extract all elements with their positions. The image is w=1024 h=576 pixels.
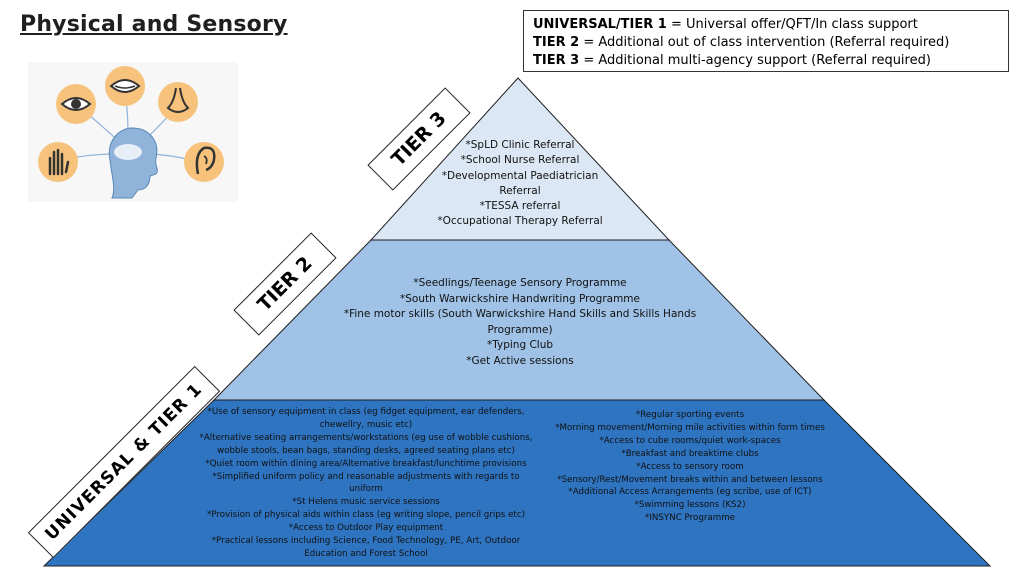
list-item: *INSYNC Programme — [644, 513, 735, 524]
list-item: *Quiet room within dining area/Alternati… — [205, 458, 527, 469]
legend-row-tier1: UNIVERSAL/TIER 1 = Universal offer/QFT/I… — [533, 16, 999, 34]
list-item: *Provision of physical aids within class… — [207, 510, 525, 521]
legend-key: TIER 2 — [533, 35, 580, 50]
legend-desc: = Additional multi-agency support (Refer… — [583, 53, 931, 68]
list-item: *School Nurse Referral — [460, 154, 580, 167]
tier3-content: *SpLD Clinic Referral *School Nurse Refer… — [430, 138, 610, 230]
list-item: *Breakfast and breaktime clubs — [621, 448, 759, 459]
list-item: *Fine motor skills (South Warwickshire H… — [343, 308, 697, 336]
list-item: *Use of sensory equipment in class (eg f… — [207, 407, 525, 430]
head-icon — [108, 127, 158, 199]
list-item: *Typing Club — [486, 339, 554, 352]
hand-icon — [38, 142, 78, 182]
eye-icon — [56, 84, 96, 124]
page-title: Physical and Sensory — [20, 12, 288, 37]
legend-desc: = Universal offer/QFT/In class support — [671, 17, 918, 32]
legend-key: TIER 3 — [533, 53, 580, 68]
list-item: *Practical lessons including Science, Fo… — [211, 536, 521, 559]
list-item: *Swimming lessons (KS2) — [634, 500, 746, 511]
list-item: *Seedlings/Teenage Sensory Programme — [413, 277, 627, 289]
legend-key: UNIVERSAL/TIER 1 — [533, 17, 667, 32]
nose-icon — [158, 82, 198, 122]
list-item: *Simplified uniform policy and reasonabl… — [212, 471, 520, 495]
list-item: *Access to Outdoor Play equipment — [288, 523, 444, 534]
list-item: *Access to sensory room — [636, 461, 744, 472]
tier1-right-content: *Regular sporting events *Morning movemen… — [540, 409, 840, 525]
list-item: *Sensory/Rest/Movement breaks within and… — [557, 474, 823, 485]
list-item: *Occupational Therapy Referral — [437, 215, 603, 228]
list-item: *Regular sporting events — [635, 410, 745, 420]
tier2-content: *Seedlings/Teenage Sensory Programme *Sou… — [330, 276, 710, 370]
mouth-icon — [105, 66, 145, 106]
tier1-left-content: *Use of sensory equipment in class (eg f… — [196, 406, 536, 561]
ear-icon — [184, 142, 224, 182]
list-item: *Alternative seating arrangements/workst… — [199, 432, 533, 456]
senses-illustration — [28, 62, 238, 202]
list-item: *Developmental Paediatrician Referral — [441, 169, 599, 197]
list-item: *Get Active sessions — [466, 354, 574, 367]
list-item: *South Warwickshire Handwriting Programm… — [399, 292, 640, 305]
list-item: *St Helens music service sessions — [292, 497, 440, 508]
list-item: *TESSA referral — [479, 200, 561, 213]
list-item: *Access to cube rooms/quiet work-spaces — [599, 435, 781, 446]
legend-desc: = Additional out of class intervention (… — [583, 35, 950, 50]
legend-row-tier2: TIER 2 = Additional out of class interve… — [533, 34, 999, 52]
tier-legend: UNIVERSAL/TIER 1 = Universal offer/QFT/I… — [523, 10, 1009, 72]
legend-row-tier3: TIER 3 = Additional multi-agency support… — [533, 52, 999, 70]
list-item: *SpLD Clinic Referral — [465, 139, 575, 151]
list-item: *Additional Access Arrangements (eg scri… — [568, 487, 812, 498]
list-item: *Morning movement/Morning mile activitie… — [555, 422, 825, 433]
